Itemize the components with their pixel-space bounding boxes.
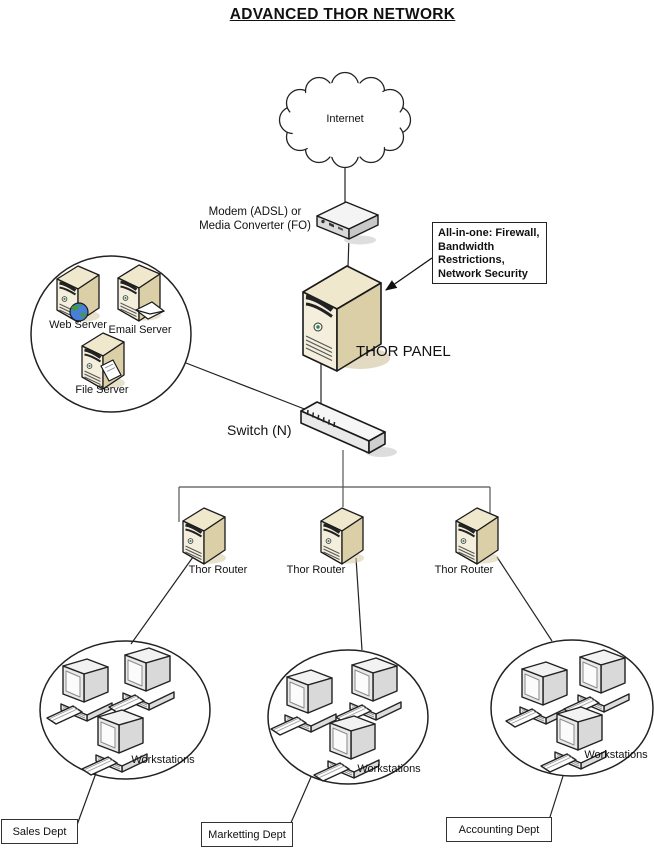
connector-workstations-dept-left [76, 772, 97, 826]
modem-label-line1: Modem (ADSL) or [208, 206, 302, 218]
thor-router-label-left: Thor Router [188, 564, 248, 576]
envelope-icon [134, 301, 166, 320]
bus-lines [178, 450, 491, 522]
thor-router-label-middle: Thor Router [286, 564, 346, 576]
annotation-line4: Network Security [438, 267, 528, 280]
connector-workstations-dept-middle [289, 776, 312, 826]
connectors [76, 159, 564, 826]
annotation-line1: All-in-one: Firewall, [438, 227, 540, 239]
connector-router-workstations-left [130, 556, 194, 645]
switch-icon [300, 401, 397, 457]
annotation-arrow [385, 257, 433, 291]
workstations-label-right: Workstations [584, 749, 648, 761]
switch-label: Switch (N) [227, 422, 292, 438]
file-server-label: File Server [75, 384, 129, 396]
email-server-label: Email Server [108, 324, 172, 336]
thor-router-label-right: Thor Router [434, 564, 494, 576]
thor-router-icon-middle [319, 506, 366, 566]
department-box-marketting: Marketting Dept [201, 822, 293, 847]
annotation-box: All-in-one: Firewall, Bandwidth Restrict… [432, 222, 547, 284]
globe-icon [69, 302, 89, 322]
modem-label: Modem (ADSL) or Media Converter (FO) [193, 205, 317, 233]
annotation-line3: Restrictions, [438, 254, 505, 266]
thor-router-icon-left [181, 506, 228, 566]
department-box-sales: Sales Dept [1, 819, 78, 844]
file-server-icon [80, 331, 127, 391]
connector-servers-switch [185, 362, 308, 411]
thor-panel-label: THOR PANEL [356, 343, 451, 360]
web-server-label: Web Server [49, 319, 107, 331]
department-box-accounting: Accounting Dept [446, 817, 552, 842]
connector-router-workstations-middle [355, 557, 363, 651]
document-icon [100, 359, 122, 382]
workstations-label-middle: Workstations [357, 763, 421, 775]
page-title: ADVANCED THOR NETWORK [229, 6, 456, 23]
internet-cloud-icon [278, 71, 412, 169]
modem-icon [316, 201, 379, 245]
thor-panel-tower-icon [302, 265, 390, 372]
internet-label: Internet [326, 113, 364, 125]
connector-router-workstations-right [496, 556, 553, 642]
workstations-label-left: Workstations [131, 754, 195, 766]
thor-router-icon-right [454, 506, 501, 566]
annotation-line2: Bandwidth [438, 240, 495, 253]
modem-label-line2: Media Converter (FO) [199, 220, 311, 232]
connector-workstations-dept-right [548, 775, 564, 821]
